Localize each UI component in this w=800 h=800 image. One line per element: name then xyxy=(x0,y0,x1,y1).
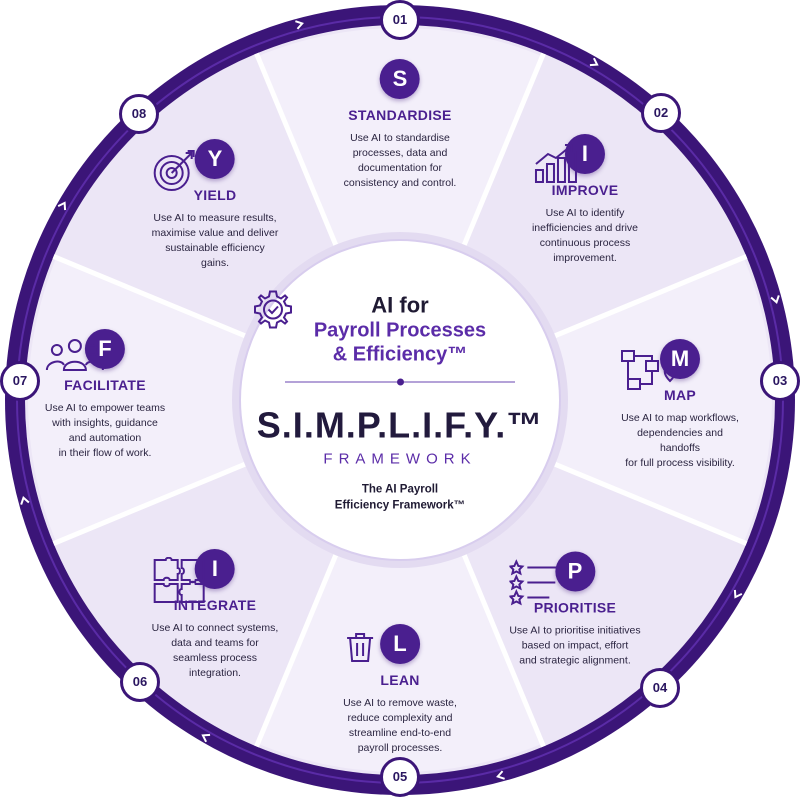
segment-title: FACILITATE xyxy=(64,377,146,393)
trash-bin-icon xyxy=(347,633,374,662)
ring-direction-arrow xyxy=(57,201,67,211)
center-title-line3: & Efficiency™ xyxy=(332,343,468,366)
segment-letter-badge: P xyxy=(555,551,595,592)
segment-title: IMPROVE xyxy=(551,182,619,198)
segment-title: LEAN xyxy=(380,672,420,688)
segment-letter-badge: S xyxy=(380,59,420,99)
segment-prioritise: P PRIORITISE Use AI to prioritise initia… xyxy=(509,551,641,669)
segment-title: STANDARDISE xyxy=(348,107,452,123)
segment-divider xyxy=(254,537,345,748)
segment-description: Use AI to connect systems,data and teams… xyxy=(151,622,279,679)
segment-letter-badge: I xyxy=(194,549,235,589)
step-number-06: 06 xyxy=(120,662,160,702)
segment-wedge xyxy=(28,257,400,543)
gear-check-icon xyxy=(254,290,292,329)
segment-wedge xyxy=(400,257,772,543)
star-list-icon xyxy=(509,559,562,606)
segment-title: MAP xyxy=(663,387,696,403)
center-hub: AI for Payroll Processes & Efficiency™ S… xyxy=(250,287,550,514)
workflow-map-icon xyxy=(621,350,677,390)
step-number-04: 04 xyxy=(640,668,680,708)
segment-map: M MAP Use AI to map workflows,dependenci… xyxy=(620,339,740,471)
segment-divider xyxy=(455,537,546,748)
segment-lean: L LEAN Use AI to remove waste,reduce com… xyxy=(343,624,457,756)
segment-divider xyxy=(537,254,748,345)
ring-direction-arrow xyxy=(295,20,304,30)
segment-yield: Y YIELD Use AI to measure results,maximi… xyxy=(151,139,279,271)
step-number-08: 08 xyxy=(119,94,159,134)
segment-divider xyxy=(455,52,546,263)
puzzle-icon xyxy=(153,557,205,603)
segment-description: Use AI to map workflows,dependencies and… xyxy=(621,412,739,469)
segment-integrate: I INTEGRATE Use AI to connect systems,da… xyxy=(151,549,279,681)
segment-description: Use AI to remove waste,reduce complexity… xyxy=(343,697,457,754)
framework-label: FRAMEWORK xyxy=(323,450,477,468)
center-title-line1: AI for xyxy=(371,292,429,318)
segment-letter-badge: L xyxy=(380,624,420,664)
ring-direction-arrow xyxy=(20,496,30,505)
tagline-line1: The AI Payroll xyxy=(361,483,439,496)
step-number-05: 05 xyxy=(380,757,420,797)
segment-letter-badge: Y xyxy=(195,139,235,179)
step-number-03: 03 xyxy=(760,361,800,401)
segment-divider xyxy=(52,254,263,345)
ring-direction-arrow xyxy=(201,733,211,743)
ring-direction-arrow xyxy=(496,770,505,780)
step-number-02: 02 xyxy=(641,93,681,133)
segment-title: PRIORITISE xyxy=(533,599,617,616)
center-title-line2: Payroll Processes xyxy=(313,319,487,342)
segment-wedge xyxy=(257,400,543,772)
ring-direction-arrow xyxy=(589,57,599,67)
tagline-line2: Efficiency Framework™ xyxy=(334,499,466,512)
bar-chart-up-icon xyxy=(534,144,577,183)
ring-direction-arrow xyxy=(733,589,743,599)
segment-letter-badge: M xyxy=(660,339,700,379)
segment-divider xyxy=(537,455,748,546)
center-hub-circle xyxy=(239,239,561,561)
segment-wedge xyxy=(257,28,543,401)
step-number-01: 01 xyxy=(380,0,420,40)
center-divider xyxy=(285,377,515,389)
segment-title: YIELD xyxy=(193,187,237,203)
segment-divider xyxy=(254,52,345,263)
segment-description: Use AI to measure results,maximise value… xyxy=(151,212,279,269)
segment-letter-badge: I xyxy=(564,134,605,174)
ring-direction-arrow xyxy=(770,295,780,304)
step-number-07: 07 xyxy=(0,361,40,401)
target-icon xyxy=(153,150,195,191)
framework-brand: S.I.M.P.L.I.F.Y.™ xyxy=(256,404,544,446)
people-group-icon xyxy=(45,339,104,371)
segment-divider xyxy=(52,455,263,546)
